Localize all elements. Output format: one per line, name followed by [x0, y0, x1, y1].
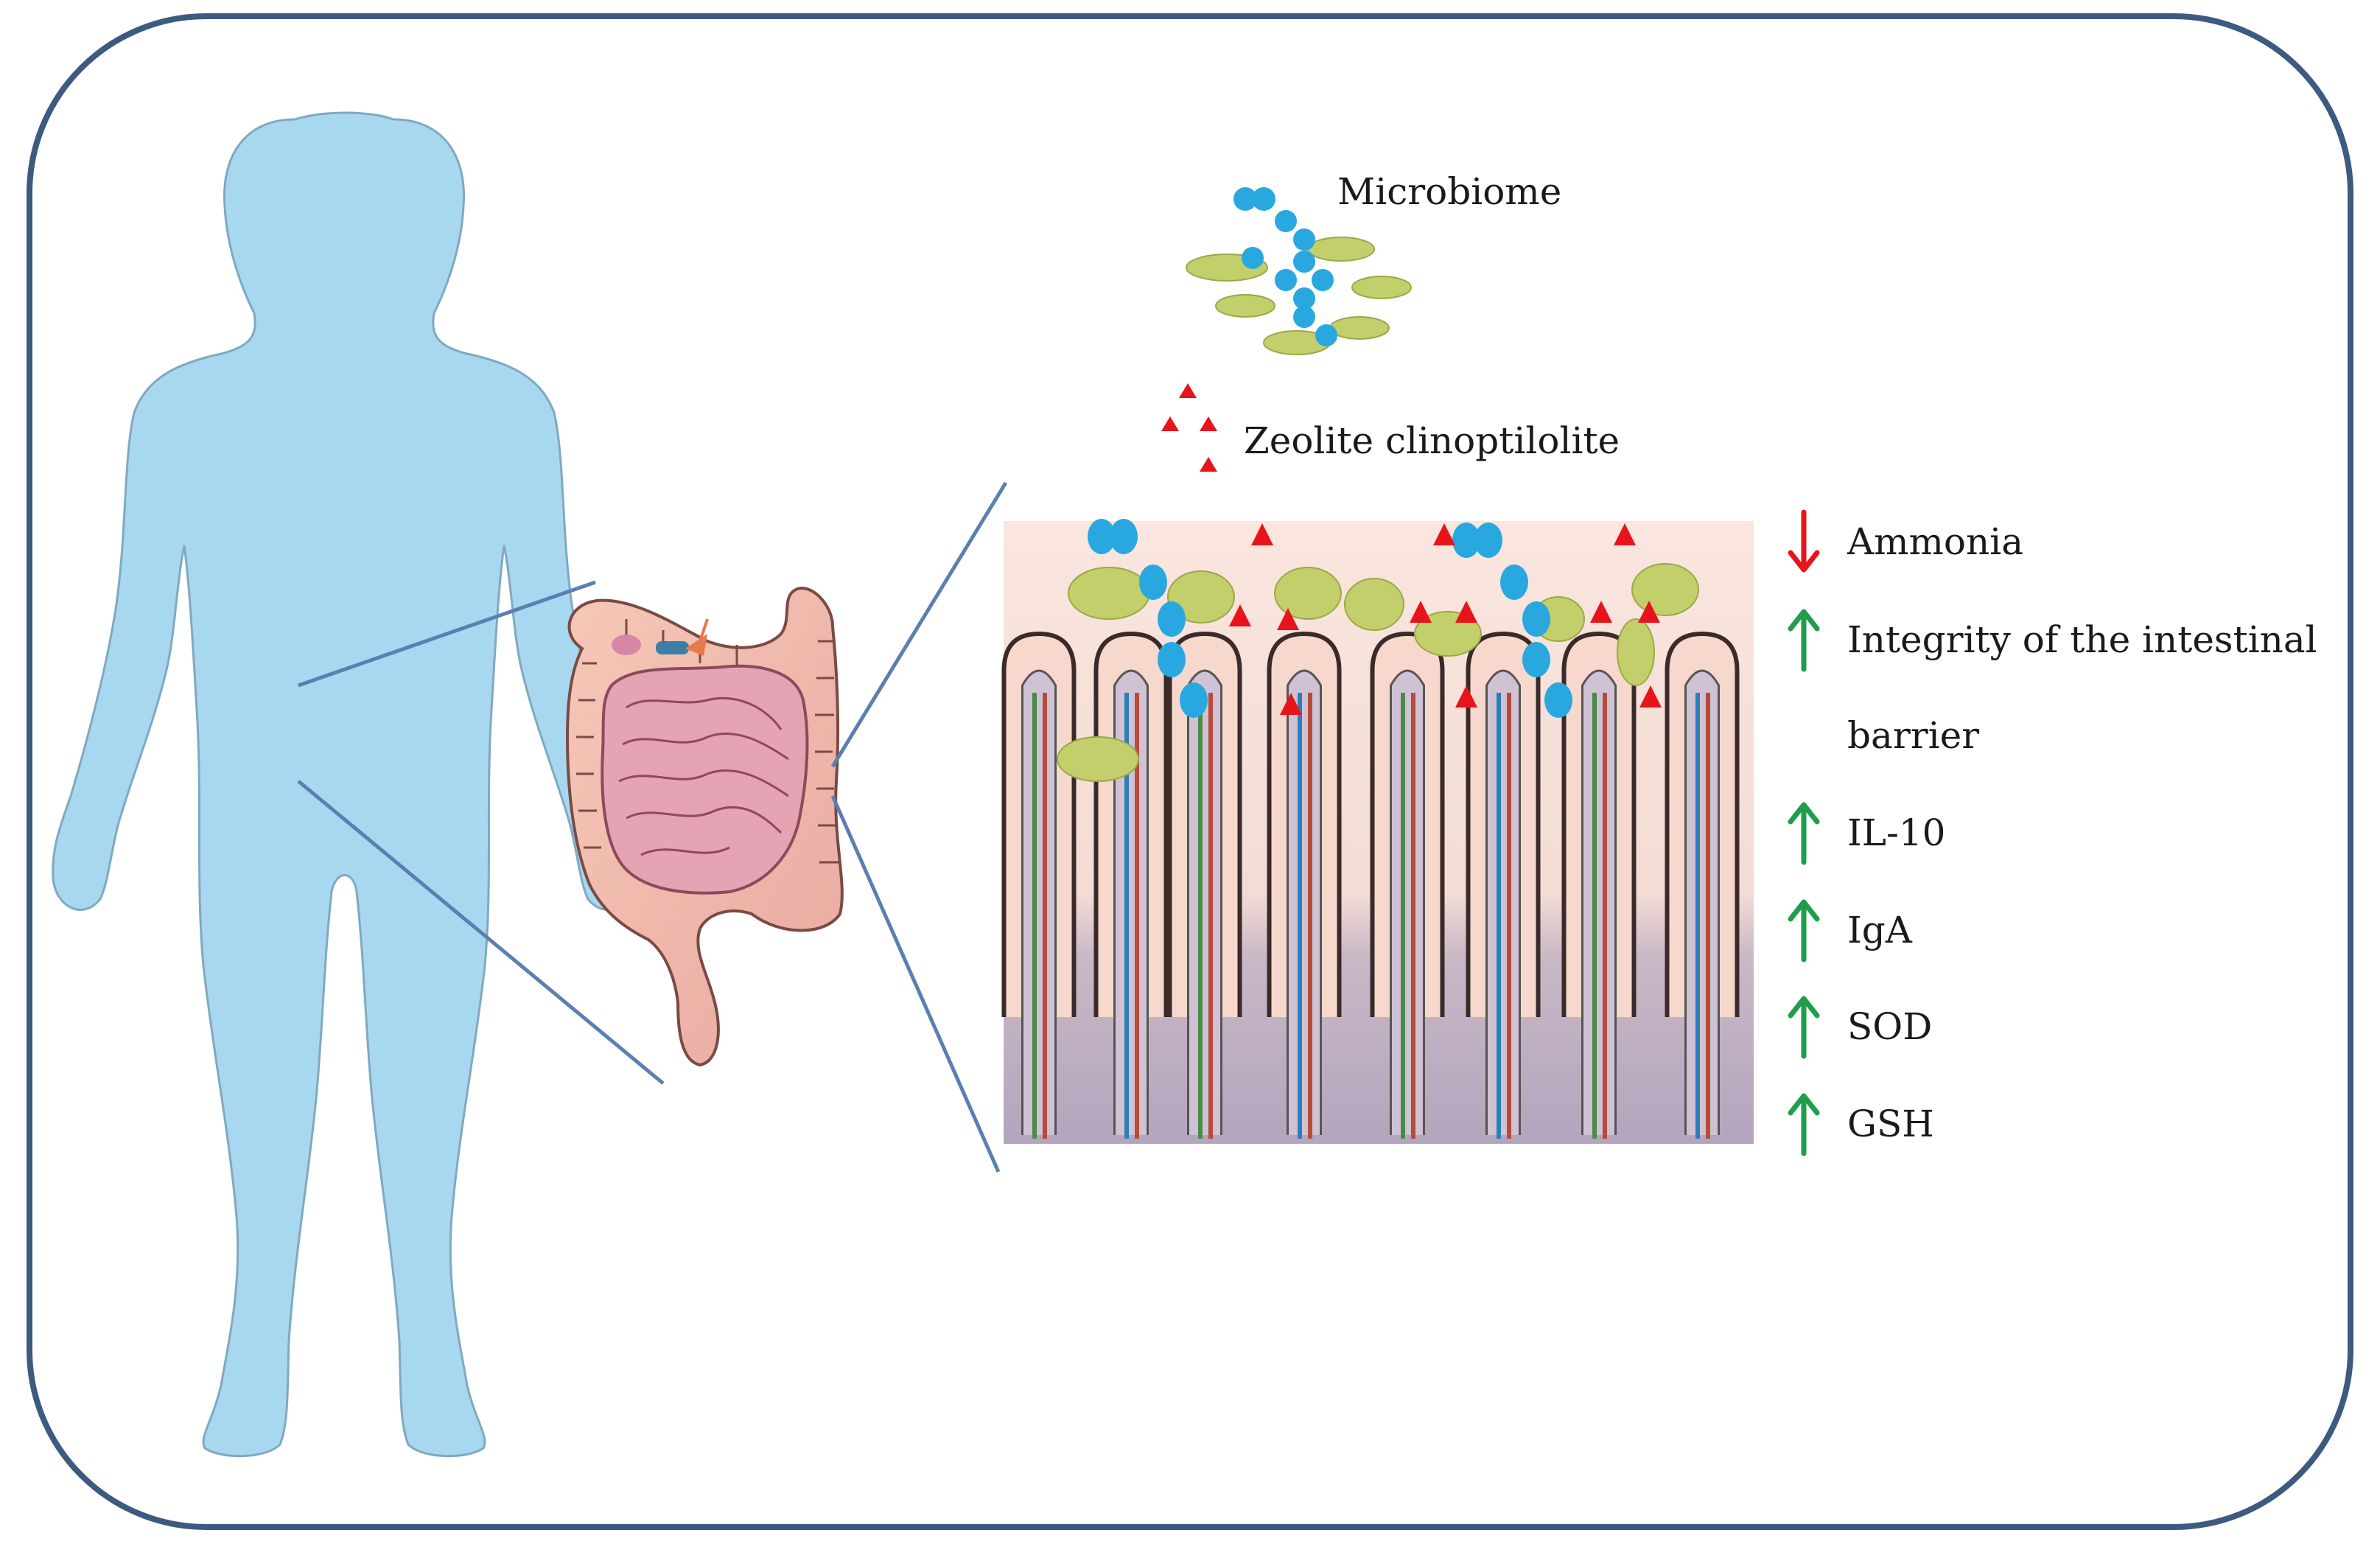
effect-arrows [1788, 509, 1820, 1156]
villus-core [1187, 669, 1222, 1135]
microbiome-legend-cluster [1186, 187, 1412, 355]
zoom-line [830, 481, 1008, 768]
villus-core [1390, 669, 1425, 1135]
effect-sod: SOD [1847, 1005, 1933, 1048]
effect-integrity: Integrity of the intestinal [1847, 618, 2317, 661]
villus-core [1113, 669, 1149, 1135]
effect-ammonia: Ammonia [1847, 520, 2024, 563]
up-arrow-icon [1788, 1093, 1820, 1156]
effect-il10: IL-10 [1847, 811, 1946, 854]
up-arrow-icon [1788, 996, 1820, 1059]
up-arrow-icon [1788, 802, 1820, 865]
outer-frame [27, 13, 2353, 1530]
villus-core [1287, 669, 1322, 1135]
up-arrow-icon [1788, 899, 1820, 963]
effect-barrier: barrier [1847, 714, 1980, 757]
human-body-silhouette [52, 111, 637, 1458]
microbiome-label: Microbiome [1337, 170, 1562, 213]
intestines-illustration [565, 587, 844, 1067]
up-arrow-icon [1788, 609, 1820, 672]
connector-line [298, 580, 596, 688]
villus-core [1021, 669, 1057, 1135]
zeolite-legend-triangles [1161, 383, 1217, 472]
villus-core [1485, 669, 1521, 1135]
zoom-line [830, 794, 1001, 1173]
down-arrow-icon [1788, 509, 1820, 573]
zeolite-label: Zeolite clinoptilolite [1244, 419, 1620, 462]
effect-gsh: GSH [1847, 1103, 1934, 1145]
villus-core [1684, 669, 1720, 1135]
connector-line [297, 780, 665, 1085]
intestinal-mucosa-illustration [1001, 519, 1754, 1144]
villus-core [1581, 669, 1617, 1135]
effect-iga: IgA [1847, 909, 1912, 951]
